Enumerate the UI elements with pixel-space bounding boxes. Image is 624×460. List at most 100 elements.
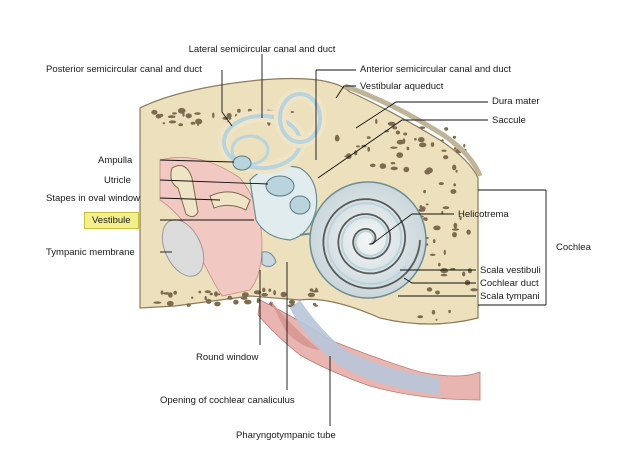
marrow-dot xyxy=(182,112,185,117)
marrow-dot xyxy=(194,112,201,115)
marrow-dot xyxy=(424,169,431,175)
label-tympanic-membrane: Tympanic membrane xyxy=(46,247,135,258)
marrow-dot xyxy=(240,296,248,300)
marrow-dot xyxy=(403,166,410,173)
marrow-dot xyxy=(356,145,360,148)
marrow-dot xyxy=(167,115,176,119)
marrow-dot xyxy=(418,208,426,212)
marrow-dot xyxy=(179,109,182,112)
marrow-dot xyxy=(455,169,458,173)
marrow-dot xyxy=(159,113,164,117)
dura-mater-layer xyxy=(344,83,483,177)
marrow-dot xyxy=(178,123,183,127)
cochlea-shape xyxy=(309,181,427,299)
marrow-dot xyxy=(396,139,404,145)
marrow-dot xyxy=(163,292,170,295)
marrow-dot xyxy=(432,239,436,244)
marrow-dot xyxy=(214,293,221,296)
marrow-dot xyxy=(390,146,398,149)
label-utricle: Utricle xyxy=(104,175,131,186)
label-vestibule-highlight: Vestibule xyxy=(84,212,139,229)
marrow-dot xyxy=(204,290,211,294)
label-pharyngotympanic-tube: Pharyngotympanic tube xyxy=(236,430,336,441)
marrow-dot xyxy=(406,146,410,151)
marrow-dot xyxy=(467,268,472,274)
marrow-dot xyxy=(419,142,427,148)
marrow-dot xyxy=(209,292,213,296)
marrow-dot xyxy=(466,229,471,235)
marrow-dot xyxy=(375,118,378,124)
marrow-dot xyxy=(153,301,162,304)
marrow-dot xyxy=(395,130,401,135)
marrow-dot xyxy=(440,267,449,274)
marrow-dot xyxy=(452,164,457,171)
marrow-dot xyxy=(438,262,441,267)
marrow-dot xyxy=(423,189,426,194)
label-posterior-canal: Posterior semicircular canal and duct xyxy=(46,64,202,75)
marrow-dot xyxy=(256,297,260,304)
marrow-dot xyxy=(452,228,459,231)
marrow-dot xyxy=(435,290,440,295)
stapes-shape xyxy=(209,191,251,211)
marrow-dot xyxy=(166,300,174,307)
marrow-dot xyxy=(212,112,215,119)
marrow-dot xyxy=(168,292,173,298)
marrow-dot xyxy=(470,288,478,292)
marrow-dot xyxy=(190,121,196,125)
marrow-dot xyxy=(288,299,296,305)
marrow-dot xyxy=(198,290,202,294)
marrow-dot xyxy=(160,290,164,295)
marrow-dot xyxy=(417,315,424,319)
marrow-dot xyxy=(433,225,441,231)
marrow-dot xyxy=(448,309,451,314)
label-ampulla: Ampulla xyxy=(98,155,133,166)
marrow-dot xyxy=(227,297,234,300)
round-window-shape xyxy=(261,251,277,268)
label-cochlear-canaliculus: Opening of cochlear canaliculus xyxy=(160,395,295,406)
label-stapes: Stapes in oval window xyxy=(46,193,140,204)
marrow-dot xyxy=(452,232,457,238)
label-lateral-canal: Lateral semicircular canal and duct xyxy=(188,44,336,55)
marrow-dot xyxy=(214,301,221,307)
ampulla-shape xyxy=(232,155,252,171)
marrow-dot xyxy=(462,271,466,277)
marrow-dot xyxy=(244,299,252,305)
marrow-dot xyxy=(314,304,318,307)
marrow-dot xyxy=(273,290,276,296)
marrow-dot xyxy=(242,292,249,298)
marrow-dot xyxy=(443,155,449,160)
marrow-dot xyxy=(450,189,457,194)
marrow-dot xyxy=(290,111,294,113)
marrow-dot xyxy=(197,122,199,127)
label-cochlea: Cochlea xyxy=(556,242,591,253)
marrow-dot xyxy=(367,146,371,152)
marrow-dot xyxy=(262,287,266,293)
marrow-dot xyxy=(186,303,191,307)
saccule-shape xyxy=(289,195,311,215)
marrow-dot xyxy=(440,273,448,277)
marrow-dot xyxy=(226,112,232,119)
marrow-dot xyxy=(307,292,315,298)
label-scala-vestibuli: Scala vestibuli xyxy=(480,265,541,276)
label-anterior-canal: Anterior semicircular canal and duct xyxy=(360,64,512,75)
marrow-dot xyxy=(423,217,426,221)
marrow-dot xyxy=(444,127,449,131)
leader-lines xyxy=(159,54,547,426)
pharyngotympanic-tube-lining xyxy=(290,300,440,395)
marrow-dot xyxy=(195,118,203,125)
marrow-dot xyxy=(177,107,186,114)
marrow-dot xyxy=(431,309,436,315)
marrow-dot xyxy=(387,121,396,126)
marrow-dot xyxy=(426,287,433,292)
marrow-dot xyxy=(396,152,404,158)
marrow-dot xyxy=(370,163,376,168)
label-round-window: Round window xyxy=(196,352,259,363)
marrow-dot xyxy=(390,166,398,171)
label-cochlear-duct: Cochlear duct xyxy=(480,278,539,289)
marrow-dot xyxy=(379,163,387,169)
marrow-dot xyxy=(204,296,207,301)
marrow-dot xyxy=(191,296,194,299)
marrow-dot xyxy=(429,253,436,256)
tympanic-membrane-shape xyxy=(161,219,205,277)
